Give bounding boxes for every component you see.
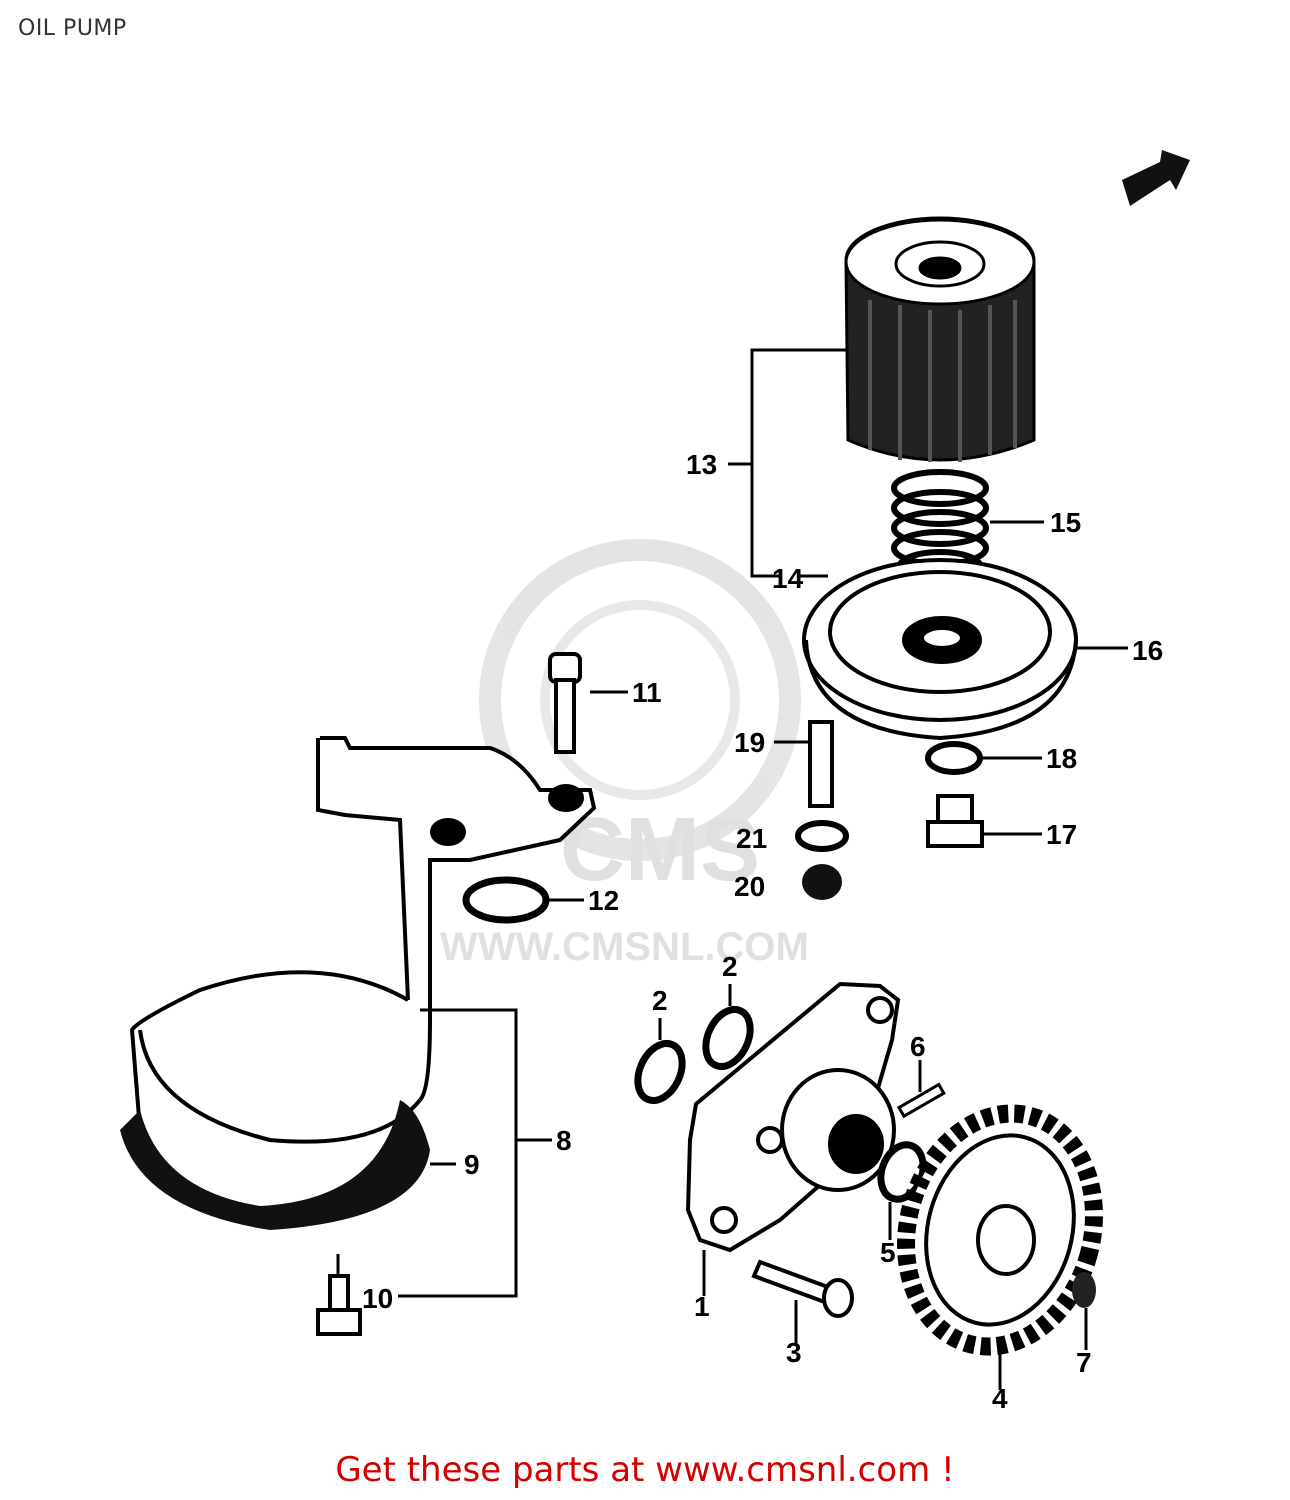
- watermark: CMS WWW.CMSNL.COM: [440, 539, 809, 969]
- watermark-url: WWW.CMSNL.COM: [440, 925, 809, 969]
- callout-7: 7: [1076, 1347, 1092, 1378]
- o-ring-2b-part: [702, 1006, 754, 1070]
- callout-10: 10: [362, 1283, 393, 1314]
- o-ring-12-part: [462, 876, 550, 924]
- callout-4: 4: [992, 1383, 1008, 1414]
- callout-8: 8: [556, 1125, 572, 1156]
- callout-17: 17: [1046, 819, 1077, 850]
- stud-19-part: [808, 720, 834, 808]
- clip-7-part: [1072, 1272, 1096, 1308]
- parts-diagram: CMS WWW.CMSNL.COM: [120, 150, 1190, 1414]
- callout-15: 15: [1050, 507, 1081, 538]
- bolt-3-part: [751, 1259, 854, 1318]
- oil-pump-body-part: [685, 981, 901, 1253]
- callout-5: 5: [880, 1237, 896, 1268]
- callout-1: 1: [694, 1291, 710, 1322]
- washer-18-part: [925, 741, 983, 775]
- callout-14: 14: [772, 563, 804, 594]
- callout-9: 9: [464, 1149, 480, 1180]
- o-ring-2a-part: [634, 1040, 686, 1104]
- footer-link[interactable]: Get these parts at www.cmsnl.com !: [335, 1450, 955, 1490]
- leader-lines: [336, 348, 1128, 1390]
- nut-20-part: [802, 864, 842, 900]
- pin-6-part: [896, 1082, 946, 1119]
- callout-13: 13: [686, 449, 717, 480]
- callout-6: 6: [910, 1031, 926, 1062]
- screw-11-part: [548, 652, 582, 754]
- callout-11: 11: [632, 677, 662, 708]
- callout-21: 21: [736, 823, 767, 854]
- callout-16: 16: [1132, 635, 1163, 666]
- oil-filter-part: [844, 216, 1036, 462]
- callout-20: 20: [734, 871, 765, 902]
- watermark-brand: CMS: [560, 800, 760, 900]
- filter-cover-part: [802, 558, 1078, 741]
- bolt-17-part: [926, 794, 984, 848]
- gasket-9-part: [120, 1100, 430, 1230]
- page-title: OIL PUMP: [18, 16, 127, 41]
- callout-2a: 2: [652, 985, 668, 1016]
- callout-12: 12: [588, 885, 619, 916]
- callout-3: 3: [786, 1337, 802, 1368]
- gear-4-part: [897, 1104, 1103, 1356]
- bolt-10-part: [316, 1274, 362, 1336]
- callout-18: 18: [1046, 743, 1077, 774]
- callout-19: 19: [734, 727, 765, 758]
- callout-2b: 2: [722, 951, 738, 982]
- direction-arrow-icon: [1122, 150, 1190, 206]
- washer-21-part: [795, 820, 849, 852]
- oil-strainer-part: [129, 736, 597, 1144]
